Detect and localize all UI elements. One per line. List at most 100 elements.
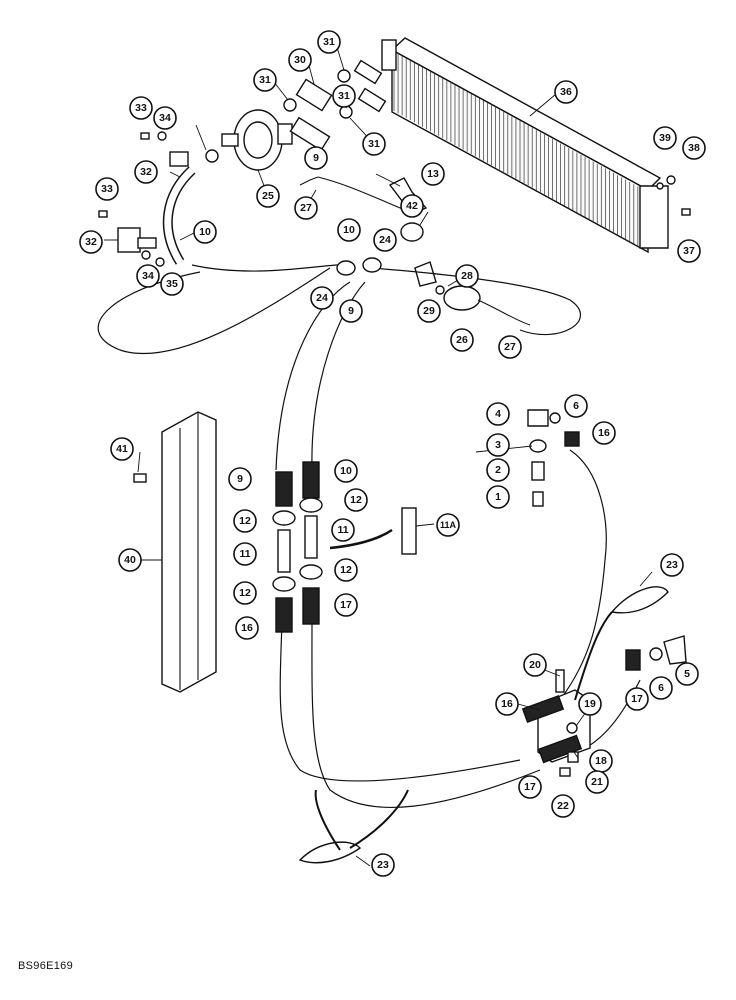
callout-label: 21: [591, 776, 603, 788]
callout-label: 11: [239, 548, 250, 560]
callout-label: 31: [323, 36, 335, 48]
callout-label: 17: [631, 693, 643, 705]
callout-11: 11: [331, 518, 355, 542]
callout-label: 32: [140, 166, 152, 178]
callout-label: 19: [584, 698, 596, 710]
callout-label: 3: [495, 439, 501, 451]
callout-33: 33: [95, 177, 119, 201]
callout-31: 31: [317, 30, 341, 54]
callout-label: 26: [456, 334, 468, 346]
callout-label: 37: [683, 245, 695, 257]
callout-5: 5: [675, 662, 699, 686]
callout-label: 33: [135, 102, 147, 114]
callout-label: 13: [427, 168, 439, 180]
callout-label: 42: [406, 200, 418, 212]
callout-label: 27: [504, 341, 516, 353]
callout-42: 42: [400, 194, 424, 218]
callout-label: 6: [658, 682, 664, 694]
callout-9: 9: [228, 467, 252, 491]
callout-24: 24: [310, 286, 334, 310]
callout-2: 2: [486, 458, 510, 482]
callout-40: 40: [118, 548, 142, 572]
callout-label: 16: [501, 698, 513, 710]
callout-label: 9: [348, 305, 354, 317]
callout-31: 31: [253, 68, 277, 92]
callout-13: 13: [421, 162, 445, 186]
callout-label: 33: [101, 183, 113, 195]
callout-31: 31: [362, 132, 386, 156]
callout-6: 6: [649, 676, 673, 700]
callout-28: 28: [455, 264, 479, 288]
callout-32: 32: [79, 230, 103, 254]
callout-label: 32: [85, 236, 97, 248]
callout-30: 30: [288, 48, 312, 72]
callout-27: 27: [498, 335, 522, 359]
callout-label: 12: [239, 587, 251, 599]
callout-1: 1: [486, 485, 510, 509]
callout-10: 10: [334, 459, 358, 483]
callout-label: 24: [379, 234, 391, 246]
callout-label: 10: [199, 226, 211, 238]
callout-label: 16: [241, 622, 253, 634]
mounting-channel: [133, 411, 217, 693]
small-fasteners: [98, 131, 691, 267]
callout-label: 1: [495, 491, 501, 503]
callout-34: 34: [153, 106, 177, 130]
callout-label: 36: [560, 86, 572, 98]
callout-label: 41: [116, 443, 128, 455]
callout-label: 12: [340, 564, 352, 576]
callout-12: 12: [233, 581, 257, 605]
callout-label: 11A: [440, 520, 457, 530]
callout-label: 17: [524, 781, 536, 793]
callout-12: 12: [233, 509, 257, 533]
callout-39: 39: [653, 126, 677, 150]
callout-label: 40: [124, 554, 136, 566]
callout-22: 22: [551, 794, 575, 818]
hose-segments-top: [205, 59, 387, 163]
callout-11A: 11A: [436, 513, 460, 537]
callout-label: 24: [316, 292, 328, 304]
hose-splice: [272, 461, 417, 633]
callout-36: 36: [554, 80, 578, 104]
callout-16: 16: [235, 616, 259, 640]
callout-37: 37: [677, 239, 701, 263]
callout-35: 35: [160, 272, 184, 296]
figure-reference: BS96E169: [18, 960, 73, 972]
callout-32: 32: [134, 160, 158, 184]
callout-11: 11: [233, 542, 257, 566]
callout-17: 17: [334, 593, 358, 617]
callout-label: 31: [259, 74, 271, 86]
hose-clamp-bracket: [521, 635, 687, 777]
callout-label: 18: [595, 755, 607, 767]
callout-33: 33: [129, 96, 153, 120]
callout-label: 17: [340, 599, 352, 611]
flex-hose-32: [117, 151, 196, 265]
callout-label: 30: [294, 54, 306, 66]
callout-31: 31: [332, 84, 356, 108]
callout-9: 9: [339, 299, 363, 323]
callout-label: 29: [423, 305, 435, 317]
fittings-stack: [527, 409, 580, 507]
callout-9: 9: [304, 146, 328, 170]
callout-16: 16: [495, 692, 519, 716]
callout-label: 38: [688, 142, 700, 154]
callout-label: 4: [495, 408, 501, 420]
callout-label: 20: [529, 659, 541, 671]
callout-4: 4: [486, 402, 510, 426]
heater-valve: [221, 109, 293, 171]
callout-label: 10: [343, 224, 355, 236]
callout-label: 25: [262, 190, 274, 202]
callout-23: 23: [371, 853, 395, 877]
callout-27: 27: [294, 196, 318, 220]
callout-12: 12: [344, 488, 368, 512]
callout-label: 34: [142, 270, 154, 282]
callout-12: 12: [334, 558, 358, 582]
callout-26: 26: [450, 328, 474, 352]
callout-label: 31: [368, 138, 380, 150]
callout-19: 19: [578, 692, 602, 716]
callout-20: 20: [523, 653, 547, 677]
callout-16: 16: [592, 421, 616, 445]
callout-34: 34: [136, 264, 160, 288]
callout-3: 3: [486, 433, 510, 457]
callout-label: 5: [684, 668, 690, 680]
